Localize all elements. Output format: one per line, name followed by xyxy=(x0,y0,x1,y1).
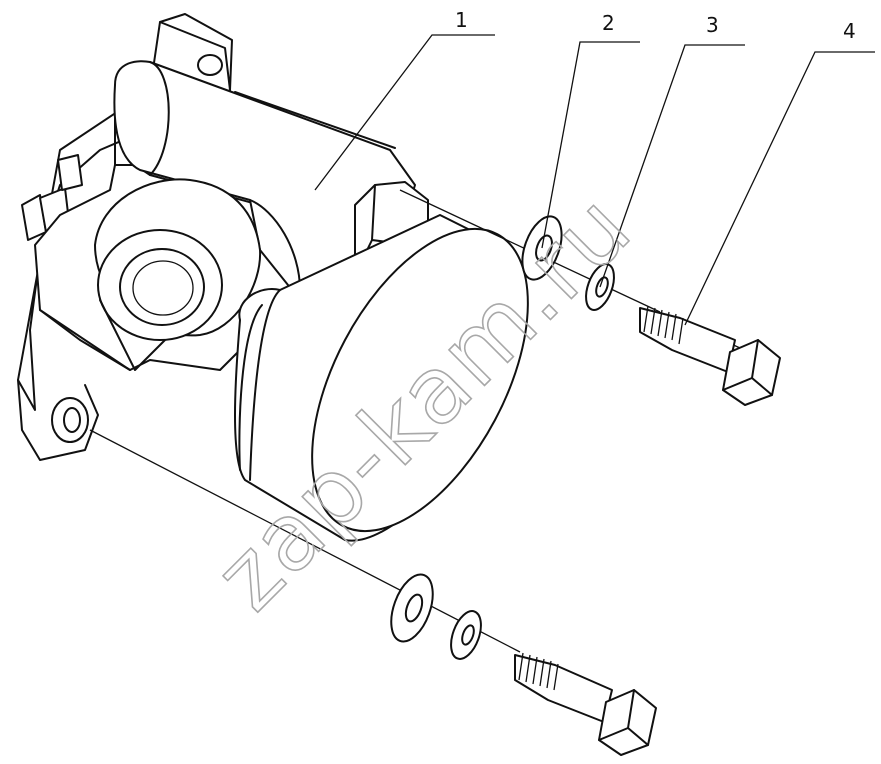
pump-assembly xyxy=(17,13,529,542)
lower-washer xyxy=(390,573,434,643)
leader-lines xyxy=(314,34,875,326)
lower-lock-washer xyxy=(450,610,482,660)
reservoir-cylinder xyxy=(234,214,529,542)
callout-4: 4 xyxy=(843,19,856,43)
callout-1: 1 xyxy=(455,8,468,32)
callout-3: 3 xyxy=(706,13,719,37)
upper-bolt xyxy=(639,305,781,406)
pump-housing xyxy=(34,60,416,371)
lower-bolt xyxy=(514,652,657,756)
callout-2: 2 xyxy=(602,11,615,35)
